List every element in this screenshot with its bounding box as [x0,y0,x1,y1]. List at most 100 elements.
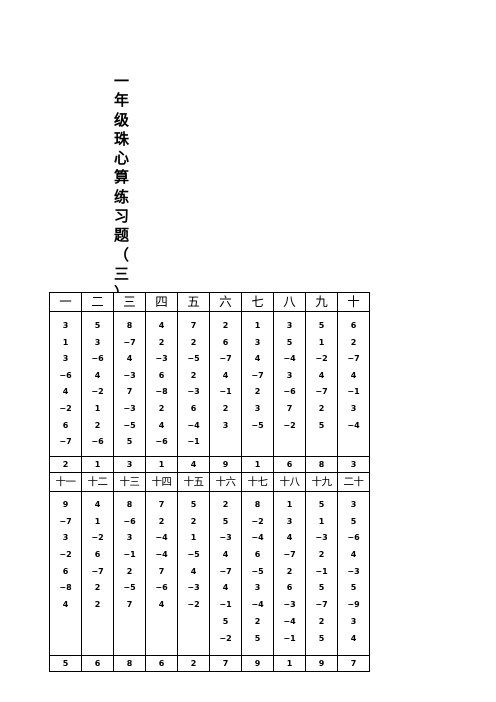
operand: 2 [222,403,229,413]
operand: −2 [251,516,264,526]
operand: 2 [94,600,101,610]
operand: 4 [158,600,165,610]
operand: 3 [286,516,293,526]
operand: −2 [283,420,296,430]
operand: 2 [286,566,293,576]
operand: −4 [155,550,168,560]
operand: 8 [254,500,261,509]
operand: −3 [283,600,296,610]
operand: 3 [254,337,261,347]
operand: 3 [94,337,101,347]
answer-cell: 4 [178,457,210,472]
operand: 5 [222,616,229,626]
operand: −2 [91,387,104,397]
operand: 3 [286,321,293,330]
operand: 4 [94,370,101,380]
problem-number-header: 十三 [114,473,146,491]
operand: 4 [222,370,229,380]
operand: 2 [350,337,357,347]
operand: −5 [187,550,200,560]
operand: 2 [190,516,197,526]
problem-number-header: 三 [114,293,146,311]
operand: 3 [350,500,357,509]
operand: −1 [219,600,232,610]
operand: 4 [286,533,293,543]
operand: 3 [350,403,357,413]
operand: −9 [347,600,360,610]
operand: −5 [123,420,136,430]
answer-cell: 6 [82,656,114,671]
operand: −1 [187,437,200,447]
operand: 2 [318,550,325,560]
operand: 2 [158,403,165,413]
operand: 2 [190,337,197,347]
operand: −7 [347,354,360,364]
answer-cell: 9 [306,656,338,671]
operand: 3 [62,321,69,330]
operand: 2 [254,616,261,626]
operand: −3 [187,387,200,397]
operand: 6 [286,583,293,593]
operand: 5 [318,321,325,330]
operand: 2 [222,500,229,509]
operand: −5 [251,420,264,430]
answer-cell: 6 [274,457,306,472]
operand: 5 [350,583,357,593]
operand: 2 [318,616,325,626]
operand: 2 [254,387,261,397]
operand: 7 [158,566,165,576]
operand: −3 [123,403,136,413]
problem-number-header: 二十 [343,476,365,488]
operand: 4 [318,370,325,380]
operand: −4 [251,533,264,543]
problem-number-header: 十 [347,294,360,309]
operand: −3 [123,370,136,380]
problem-number-header: 七 [242,293,274,311]
operand: −2 [91,533,104,543]
answer-cell: 7 [210,656,242,671]
operand: 2 [222,321,229,330]
operand: 6 [62,420,69,430]
title-char: 心 [114,149,130,168]
operand: 3 [254,583,261,593]
operand: 1 [318,337,325,347]
operand: −6 [91,437,104,447]
operand: −4 [347,420,360,430]
title-char: 习 [114,207,130,226]
operand: 4 [126,354,133,364]
operand: −7 [91,566,104,576]
operand: 5 [286,337,293,347]
operand: 6 [350,321,357,330]
operand: 7 [286,403,293,413]
operand: 7 [158,500,165,509]
problem-number-header: 十五 [178,473,210,491]
title-char: 三 [114,264,130,283]
answer-cell: 5 [50,656,82,671]
operand: −7 [59,516,72,526]
operand: 2 [94,583,101,593]
operand: −2 [59,550,72,560]
answer-cell: 9 [242,656,274,671]
answer-cell: 9 [210,457,242,472]
operand: 4 [222,583,229,593]
problem-number-header: 八 [274,293,306,311]
operand: −7 [219,354,232,364]
problem-number-header: 十七 [242,473,274,491]
problem-number-header: 十二 [82,473,114,491]
operand: −2 [219,633,232,643]
operand: 6 [190,403,197,413]
